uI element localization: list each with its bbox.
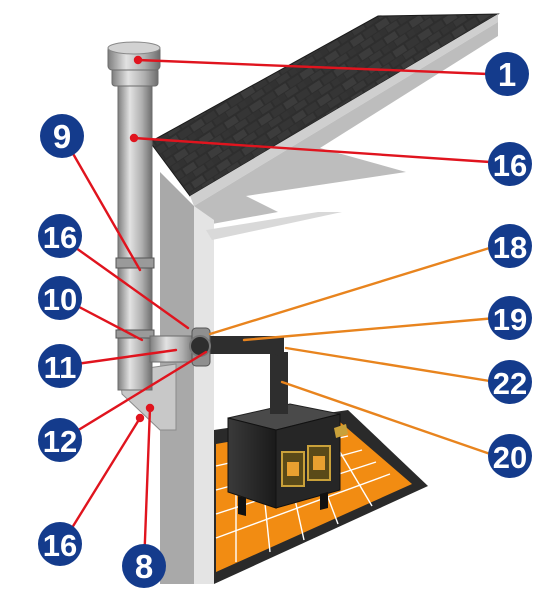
stove-handle	[334, 424, 348, 438]
callout-1-label: 1	[498, 56, 516, 93]
tee	[149, 335, 197, 363]
callout-16-bottom-label: 16	[43, 528, 77, 563]
leader-18	[208, 244, 498, 336]
wood-stove	[227, 403, 348, 516]
callout-8: 8	[122, 544, 166, 588]
leader-16a	[132, 136, 492, 164]
stove-pipe-horizontal	[210, 336, 284, 354]
callout-11-label: 11	[44, 350, 77, 385]
chimney-cap-top	[107, 41, 161, 55]
callout-16-mid-label: 16	[43, 220, 77, 255]
callout-19-label: 19	[493, 302, 527, 337]
leader-1	[136, 58, 490, 76]
leader-12	[60, 350, 208, 442]
callout-badges: 1 16 9 16 10 11 12 16	[38, 52, 532, 588]
leader-16b	[60, 236, 190, 330]
callout-10: 10	[38, 276, 82, 320]
roof	[149, 13, 500, 224]
callout-11: 11	[38, 344, 82, 388]
ceiling-slab	[206, 212, 342, 240]
callout-12-label: 12	[43, 424, 77, 459]
stove-front	[227, 417, 277, 509]
callout-9-label: 9	[53, 118, 71, 155]
wall-interior-face	[194, 206, 214, 584]
callout-12: 12	[38, 418, 82, 462]
wall-exterior-face	[160, 172, 194, 584]
joint-band	[115, 329, 155, 339]
chimney-pipe	[117, 83, 153, 391]
callout-1: 1	[485, 52, 529, 96]
leader-19	[242, 316, 498, 342]
callout-19: 19	[488, 296, 532, 340]
callout-18-label: 18	[493, 230, 527, 265]
leader-20	[280, 380, 498, 458]
chimney-cap-collar	[111, 67, 159, 87]
wall-thimble-ring	[189, 335, 211, 357]
leader-lines	[60, 55, 498, 568]
callout-16-mid: 16	[38, 214, 82, 258]
callout-20-label: 20	[493, 440, 527, 475]
leader-16c	[60, 416, 142, 546]
leader-8	[142, 406, 152, 568]
stove-leg-right	[320, 492, 328, 510]
callout-16-top: 16	[488, 142, 532, 186]
stove-pipe-vertical	[270, 352, 288, 414]
callout-16-top-label: 16	[493, 148, 527, 183]
stove-flame-right	[313, 456, 325, 470]
stove-flame-left	[287, 462, 299, 476]
leader-9	[62, 136, 142, 272]
callout-10-label: 10	[43, 282, 77, 317]
leader-22	[284, 346, 498, 384]
wall-section	[160, 172, 342, 584]
callout-9: 9	[40, 114, 84, 158]
stove-pipe	[210, 336, 288, 414]
callout-18: 18	[488, 224, 532, 268]
callout-8-label: 8	[135, 548, 153, 585]
stove-leg-left	[238, 496, 246, 516]
chimney	[107, 41, 211, 431]
callout-16-bottom: 16	[38, 522, 82, 566]
roof-fascia	[190, 14, 498, 206]
callout-22: 22	[488, 360, 532, 404]
callout-20: 20	[488, 434, 532, 478]
callout-22-label: 22	[493, 366, 527, 401]
